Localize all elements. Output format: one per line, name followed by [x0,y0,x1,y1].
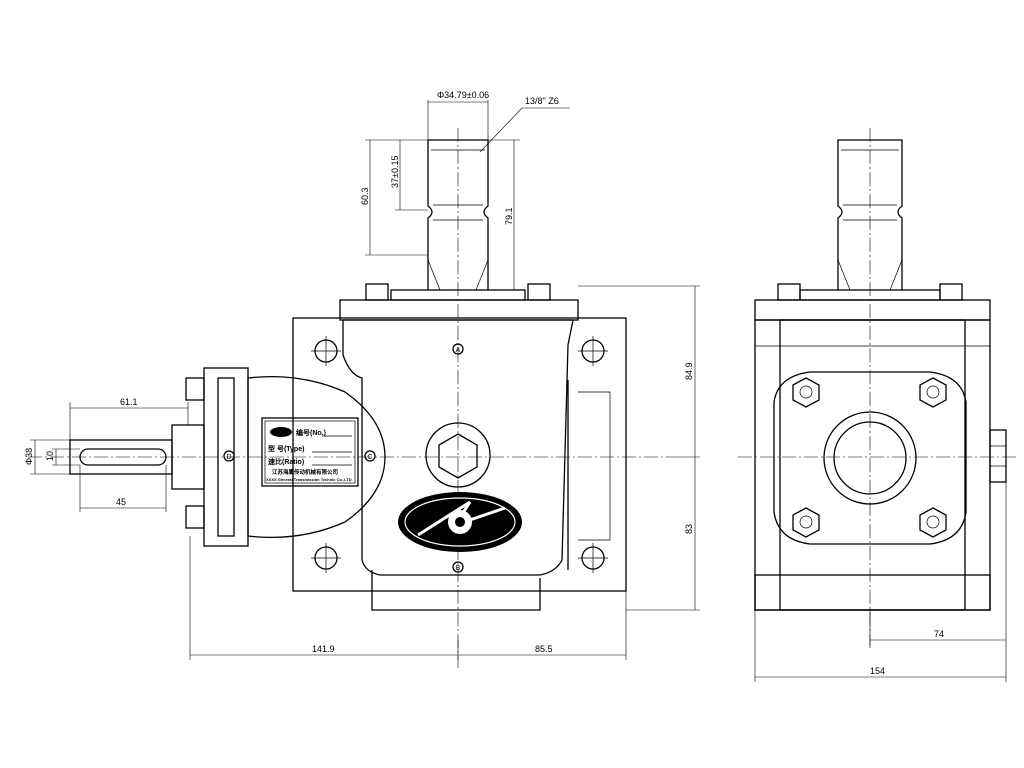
port-label-right: C [367,454,372,461]
side-top-bolt-left [777,283,801,301]
port-marker-left [223,450,235,462]
dim-top-height-total: 60.3 [360,187,370,205]
brand-emblem [398,492,522,552]
port-label-bottom: B [456,565,461,572]
top-output-shaft [427,139,489,291]
dim-left-key-width: 10 [45,451,55,461]
dim-lower-height: 83 [684,524,694,534]
front-dimensions: Φ34.79±0.06 13/8" Z6 60.3 37±0.15 79.1 [24,90,700,660]
side-input-flange [773,371,967,545]
dim-side-offset: 74 [934,629,944,639]
dim-side-width: 154 [870,666,885,676]
nameplate-line1: 编号(No.) [296,428,326,437]
nameplate-line2: 型 号(Type) [268,444,304,453]
port-markers: A D C B [223,343,464,573]
left-flange-bolt-top [185,377,205,401]
side-top-shaft [837,139,903,291]
nameplate-maker-cn: 江苏海鹰传动机械有限公司 [272,468,338,476]
side-housing-inner [779,319,966,611]
lower-housing-step [371,570,541,611]
front-view: A D C B 编号(No.) 型 号(Type) 速比(Ratio) 江苏海鹰… [24,90,700,668]
port-label-top: A [456,347,461,354]
port-label-left: D [226,454,231,461]
dim-top-shaft-length: 79.1 [504,207,514,225]
top-cover-plate [339,299,579,321]
side-top-cover [754,299,991,321]
right-rib-detail [578,391,611,541]
nameplate-frame [261,417,359,487]
left-flange-bolt-bottom [185,505,205,529]
hex-plug [425,422,491,488]
side-bore-outer [823,411,917,505]
dim-shaft-diameter-top: Φ34.79±0.06 [437,90,489,100]
port-marker-right [364,450,376,462]
side-flange-bolts [792,377,947,538]
dim-left-width: 141.9 [312,644,335,654]
top-left-bolt [365,283,389,301]
side-lower-flange [754,574,991,611]
main-housing-body [342,319,574,576]
nameplate-maker-en: XXXX General Transmission Technic Co.,LT… [266,477,352,482]
flange-bolt-holes [311,336,608,573]
side-housing-body [754,319,991,611]
dim-left-shaft-diameter: Φ38 [24,448,34,465]
port-marker-top [452,343,464,355]
side-drain-plug [989,429,1007,483]
left-shaft-keyway [79,448,167,466]
port-marker-bottom [452,561,464,573]
nameplate-line3: 速比(Ratio) [268,457,304,466]
dim-right-width: 85.5 [535,644,553,654]
left-bearing-housing [247,376,386,538]
dim-left-key-length: 45 [116,497,126,507]
dim-upper-height: 84.9 [684,362,694,380]
dim-spline-spec: 13/8" Z6 [525,96,559,106]
dim-top-spline-length: 37±0.15 [390,156,400,188]
side-view: 74 154 [738,128,1018,682]
side-bore-inner [833,421,907,495]
nameplate: 编号(No.) 型 号(Type) 速比(Ratio) 江苏海鹰传动机械有限公司… [261,417,359,487]
side-top-bolt-right [939,283,963,301]
dim-left-shaft-length: 61.1 [120,397,138,407]
top-right-bolt [527,283,551,301]
side-dimensions: 74 154 [754,482,1007,682]
left-input-shaft [69,439,173,475]
top-bearing-seat [390,289,526,301]
rear-mounting-flange [292,317,627,592]
left-input-assembly [69,367,386,547]
nameplate-logo [270,427,292,437]
